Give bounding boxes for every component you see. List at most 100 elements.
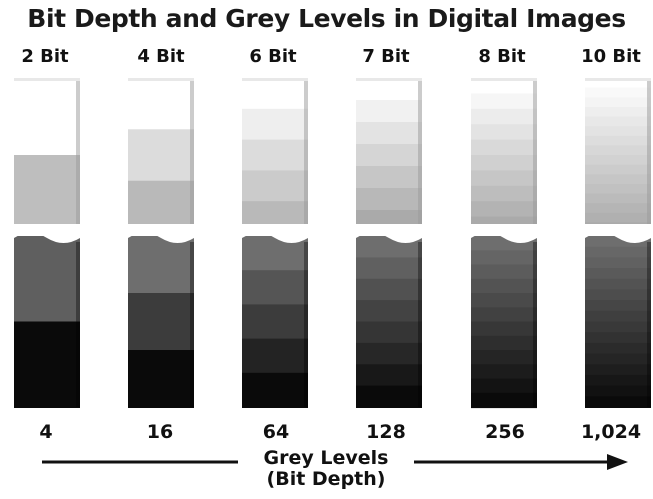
bar-step-dark: [585, 300, 651, 312]
bar-step-dark: [14, 236, 80, 323]
bar-step-light: [242, 108, 308, 141]
bar-step-light: [585, 155, 651, 166]
bar-column-0: [14, 78, 80, 408]
bar-bevel: [418, 78, 422, 228]
bar-step-dark: [471, 392, 537, 409]
bar-step-light: [242, 139, 308, 172]
grey-levels-label-128: 128: [366, 421, 406, 443]
bar-step-light: [585, 174, 651, 185]
bar-step-dark: [471, 250, 537, 266]
bar-step-dark: [128, 350, 194, 408]
bar-step-light: [471, 124, 537, 141]
bar-step-light: [128, 78, 194, 131]
bit-label-7: 7 Bit: [362, 46, 410, 67]
bar-step-dark: [585, 289, 651, 302]
bar-step-dark: [356, 385, 422, 408]
bar-step-dark: [585, 268, 651, 280]
bar-step-light: [585, 126, 651, 137]
bar-step-dark: [585, 396, 651, 408]
bar-top-edge: [356, 78, 422, 81]
bar-bevel: [647, 78, 651, 228]
bar-step-light: [471, 78, 537, 95]
bar-step-light: [585, 97, 651, 108]
bar-torn-edge-bottom: [356, 224, 422, 243]
bar-step-dark: [585, 321, 651, 334]
bar-bevel: [76, 242, 80, 407]
bar-bevel: [533, 78, 537, 228]
bar-torn-edge-bottom: [585, 224, 651, 243]
grey-levels-label-4: 4: [39, 421, 53, 443]
bar-step-dark: [471, 335, 537, 352]
bar-step-dark: [356, 278, 422, 302]
bar-step-dark: [585, 332, 651, 344]
axis-label: Grey Levels (Bit Depth): [238, 448, 414, 490]
grey-levels-label-256: 256: [485, 421, 525, 443]
bar-step-dark: [242, 304, 308, 340]
bar-step-light: [356, 100, 422, 123]
bar-bevel: [304, 78, 308, 228]
bar-step-light: [585, 164, 651, 176]
bar-step-dark: [585, 342, 651, 355]
bar-step-light: [585, 145, 651, 156]
bar-step-dark: [585, 374, 651, 387]
bar-bevel: [418, 242, 422, 407]
bar-step-dark: [242, 372, 308, 408]
bar-step-light: [471, 155, 537, 172]
bar-top-edge: [585, 78, 651, 81]
bar-step-light: [585, 203, 651, 214]
bar-column-1: [128, 78, 194, 408]
bit-label-4: 4 Bit: [137, 46, 185, 67]
bar-torn-edge-bottom: [471, 224, 537, 243]
bar-torn-edge-bottom: [128, 224, 194, 243]
bar-step-dark: [471, 307, 537, 323]
bar-bevel: [647, 242, 651, 407]
bar-step-dark: [356, 300, 422, 323]
bar-step-dark: [242, 270, 308, 306]
bar-step-light: [471, 201, 537, 218]
bar-step-dark: [585, 246, 651, 259]
bar-step-light: [356, 78, 422, 101]
bar-step-dark: [128, 293, 194, 351]
bit-label-8: 8 Bit: [478, 46, 526, 67]
bar-column-3: [356, 78, 422, 408]
bar-step-dark: [471, 350, 537, 366]
bar-step-dark: [356, 342, 422, 366]
bar-step-dark: [471, 278, 537, 295]
bar-step-light: [356, 188, 422, 211]
bar-bevel: [533, 242, 537, 407]
bar-step-dark: [242, 338, 308, 374]
bar-step-light: [585, 87, 651, 99]
bar-step-light: [471, 185, 537, 203]
grey-levels-label-16: 16: [146, 421, 174, 443]
bar-step-light: [585, 183, 651, 195]
bar-step-dark: [471, 378, 537, 394]
bar-step-dark: [585, 385, 651, 398]
bar-column-4: [471, 78, 537, 409]
bar-bevel: [76, 78, 80, 228]
bar-step-light: [585, 116, 651, 128]
axis-label-line1: Grey Levels: [263, 447, 389, 469]
bar-step-light: [242, 78, 308, 110]
bar-top-edge: [128, 78, 194, 81]
bar-step-dark: [14, 321, 80, 408]
bar-column-2: [242, 78, 308, 408]
bar-step-light: [471, 93, 537, 110]
bar-column-5: [585, 78, 651, 408]
bit-label-6: 6 Bit: [249, 46, 297, 67]
bar-step-light: [242, 170, 308, 203]
bar-step-light: [585, 106, 651, 118]
bar-step-dark: [585, 257, 651, 270]
bar-step-light: [14, 78, 80, 156]
bar-bevel: [190, 78, 194, 228]
bar-step-dark: [356, 257, 422, 280]
bit-label-2: 2 Bit: [21, 46, 69, 67]
bit-label-10: 10 Bit: [581, 46, 641, 67]
bar-step-light: [585, 193, 651, 205]
bar-step-dark: [356, 321, 422, 344]
bar-step-light: [585, 212, 651, 224]
bar-top-edge: [14, 78, 80, 81]
bar-step-dark: [471, 293, 537, 309]
diagram-title: Bit Depth and Grey Levels in Digital Ima…: [27, 4, 626, 33]
bar-step-dark: [585, 310, 651, 323]
